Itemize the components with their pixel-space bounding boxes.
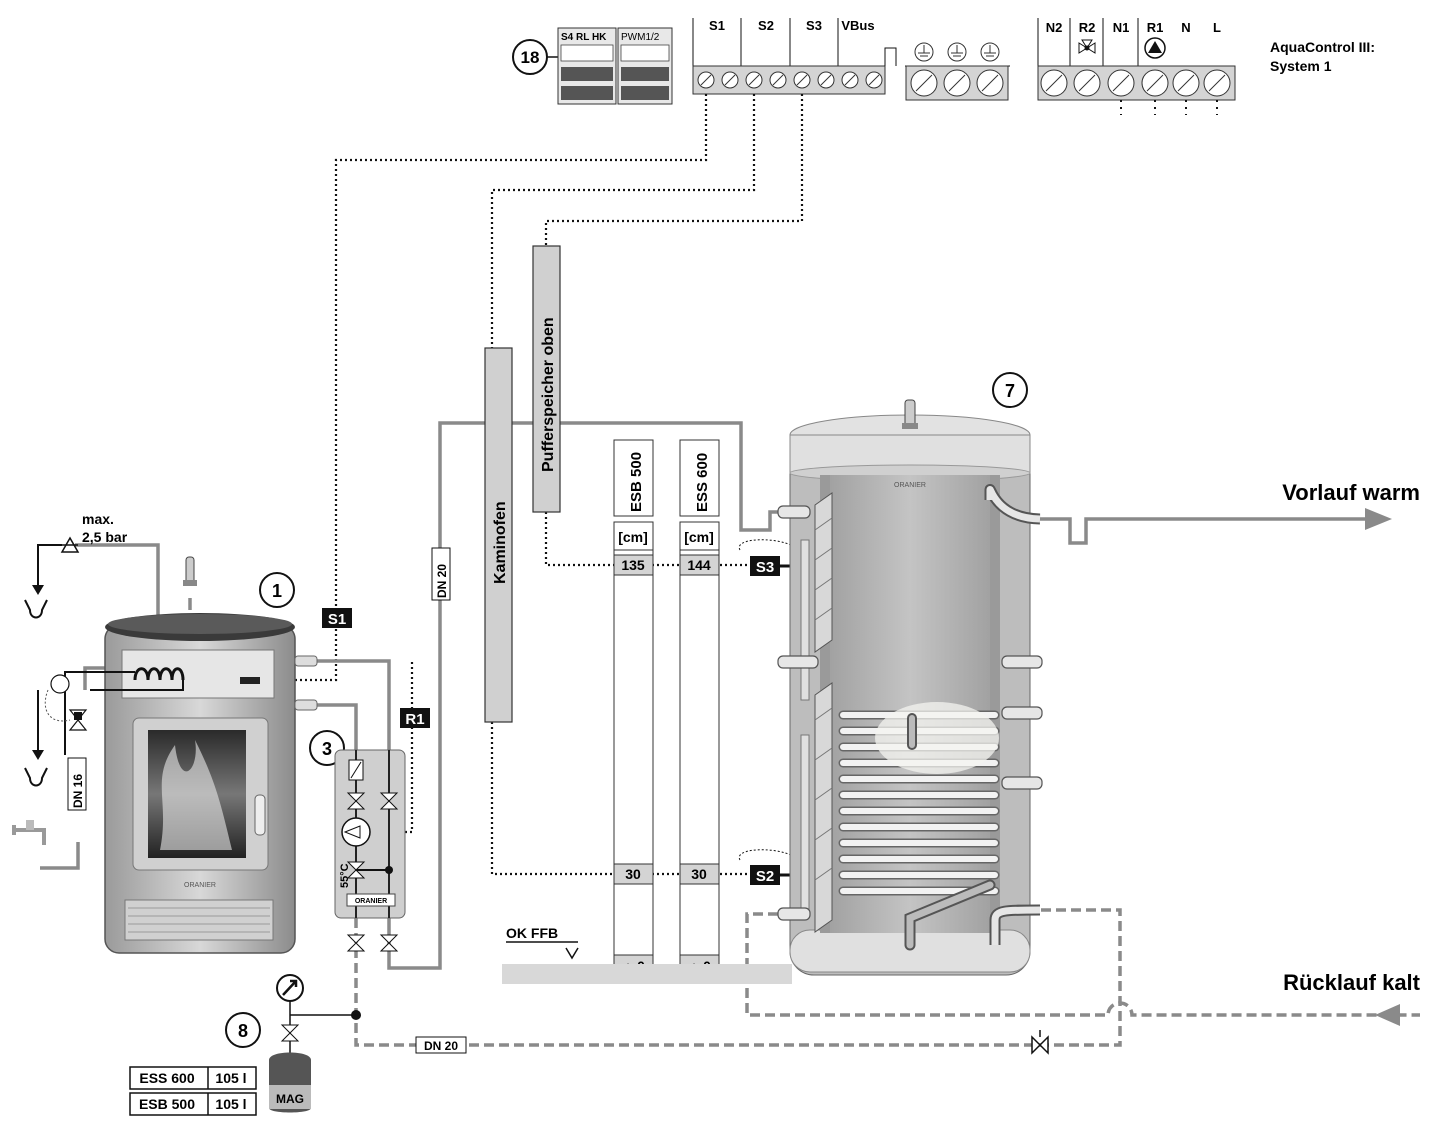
mag-vessel: MAG [269, 1052, 311, 1113]
dn20-bottom-box [415, 1036, 467, 1054]
controller-title-line2: System 1 [1270, 58, 1332, 74]
controller: 18 S4 RL HK PWM1/2 S1 S2 S3 VBus [512, 18, 1375, 115]
terminal-s1-label: S1 [709, 18, 725, 33]
relay-r1-box [400, 708, 430, 728]
dn20-bottom-label: DN 20 [424, 1039, 458, 1053]
mag-table: ESS 600 105 l ESB 500 105 l [129, 1066, 257, 1116]
safety-valve-label-line1: max. [82, 511, 114, 527]
return-pipes [354, 908, 1420, 1047]
sensor-s3-label: S3 [756, 559, 774, 576]
scale-ess600: ESS 600 [cm] 144 30 ± 0 [679, 439, 720, 976]
callout-1-label: 1 [272, 581, 282, 601]
callout-8-label: 8 [238, 1021, 248, 1041]
flow-arrows [1365, 508, 1400, 1026]
sensor-s1-box [322, 608, 352, 628]
stove-brand-logo: ORANIER [184, 882, 216, 889]
mag-table-model: ESS 600 [139, 1070, 194, 1086]
terminal-r1-label: R1 [1147, 20, 1164, 35]
ground-icon [910, 42, 1004, 97]
mag-table-model: ESB 500 [139, 1096, 195, 1112]
mag-label: MAG [276, 1092, 304, 1106]
mag-table-row [129, 1066, 257, 1090]
sensor-s2-label: S2 [756, 868, 774, 885]
mixing-valve-icon [1078, 39, 1096, 54]
relay-r1-label: R1 [405, 711, 424, 728]
check-valve-icon [1031, 1030, 1049, 1055]
shutoff-valves [346, 934, 399, 952]
dn20-vertical-box [431, 547, 451, 601]
sensor-s3-box [750, 556, 780, 576]
sensor-terminal-screws [697, 71, 883, 89]
tank-brand-logo: ORANIER [894, 482, 926, 489]
mag-table-volume: 105 l [215, 1070, 246, 1086]
terminal-s2-label: S2 [758, 18, 774, 33]
pwm-port-label: PWM1/2 [621, 32, 660, 43]
scale-esb500-unit: [cm] [618, 529, 648, 545]
sensor-s1-label: S1 [328, 611, 346, 628]
terminal-n2-label: N2 [1046, 20, 1063, 35]
stove: ORANIER [64, 556, 318, 954]
callout-3-label: 3 [322, 739, 332, 759]
dn20-vertical-label: DN 20 [435, 564, 449, 598]
power-terminal-screws [1040, 69, 1231, 97]
kaminofen-label: Kaminofen [492, 501, 509, 584]
callout-8 [225, 1012, 261, 1048]
scale-esb500-bottom: 30 [625, 866, 641, 882]
ruecklauf-label: Rücklauf kalt [1283, 970, 1421, 995]
scale-ess600-top: 144 [687, 557, 711, 573]
water-tap-icon [12, 820, 46, 845]
terminal-n1-label: N1 [1113, 20, 1130, 35]
controller-title-line1: AquaControl III: [1270, 39, 1375, 55]
floor-marker-icon [565, 947, 579, 960]
storage-tank: ORANIER [777, 399, 1043, 976]
floor [502, 964, 792, 984]
terminal-n-label: N [1181, 20, 1190, 35]
callout-18-label: 18 [521, 48, 540, 67]
dn16-label: DN 16 [71, 774, 85, 808]
mag-table-volume: 105 l [215, 1096, 246, 1112]
vorlauf-arrow-icon [1365, 508, 1392, 530]
floor-label: OK FFB [506, 925, 558, 941]
vorlauf-label: Vorlauf warm [1282, 480, 1420, 505]
scale-esb500: ESB 500 [cm] 135 30 ± 0 [613, 439, 654, 976]
scale-ess600-unit: [cm] [684, 529, 714, 545]
terminal-r2-label: R2 [1079, 20, 1096, 35]
terminal-l-label: L [1213, 20, 1221, 35]
terminal-vbus-label: VBus [841, 18, 874, 33]
kaminofen-bar [484, 347, 513, 723]
callout-7 [992, 372, 1028, 408]
pump-icon [1144, 37, 1166, 59]
safety-valve-label-line2: 2,5 bar [82, 529, 128, 545]
scale-ess600-name: ESS 600 [694, 453, 711, 512]
scale-ess600-bottom: 30 [691, 866, 707, 882]
scale-esb500-top: 135 [621, 557, 645, 573]
s4-port-label: S4 RL HK [561, 32, 607, 43]
pufferspeicher-bar [532, 245, 561, 513]
mag-table-row [129, 1092, 257, 1116]
terminal-s3-label: S3 [806, 18, 822, 33]
callout-7-label: 7 [1005, 381, 1015, 401]
power-terminal-block [1037, 65, 1236, 101]
dn16-label-box [67, 757, 87, 811]
mag-valve-icon [280, 1024, 300, 1042]
thermal-discharge-valve [24, 674, 88, 787]
pufferspeicher-label: Pufferspeicher oben [540, 317, 557, 472]
safety-valve [24, 536, 80, 619]
pump-group: ORANIER 55°C [334, 749, 406, 919]
callout-1 [259, 572, 295, 608]
pump-group-brand: ORANIER [355, 898, 387, 905]
mixer-temp-label: 55°C [339, 863, 351, 888]
sensor-s2-box [750, 865, 780, 885]
scale-esb500-name: ESB 500 [628, 452, 645, 512]
